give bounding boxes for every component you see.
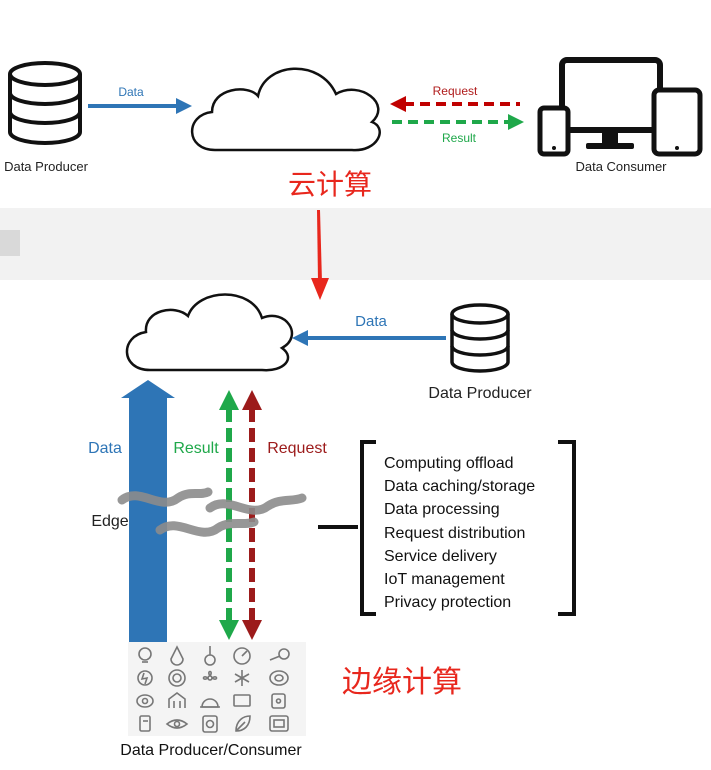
database-icon xyxy=(450,303,510,373)
separator-band xyxy=(0,208,711,280)
cloud-icon xyxy=(190,67,381,152)
gauge-icon xyxy=(233,647,251,665)
transition-arrow xyxy=(311,210,329,300)
function-item: Privacy protection xyxy=(384,594,511,611)
phone-icon xyxy=(139,715,151,732)
result-arrow xyxy=(392,114,524,130)
function-item: IoT management xyxy=(384,571,505,588)
result-label: Result xyxy=(173,440,219,457)
function-item: Data caching/storage xyxy=(384,478,535,495)
edge-function-list: Computing offload Data caching/storage D… xyxy=(384,455,535,611)
edge-label: Edge xyxy=(91,513,128,530)
device-icon-grid xyxy=(136,645,290,733)
database-icon xyxy=(8,61,82,145)
eye-icon xyxy=(165,719,189,729)
screen-icon xyxy=(269,715,289,732)
ring-icon xyxy=(269,670,289,686)
request-arrow xyxy=(242,390,262,640)
tv-icon xyxy=(233,694,251,707)
cloud-computing-caption: 云计算 xyxy=(288,168,372,201)
wifi-icon xyxy=(168,669,186,687)
function-item: Data processing xyxy=(384,501,500,518)
socket-icon xyxy=(271,693,286,709)
helmet-icon xyxy=(200,698,220,708)
power-icon xyxy=(137,670,153,686)
request-arrow xyxy=(390,96,520,112)
drop-icon xyxy=(170,645,184,666)
bulb-icon xyxy=(138,647,152,663)
right-bracket xyxy=(558,440,576,616)
data-arrow xyxy=(292,330,446,346)
house-icon xyxy=(168,692,186,708)
result-label: Result xyxy=(442,131,477,145)
leaf-icon xyxy=(235,715,251,732)
data-up-arrow xyxy=(121,380,175,642)
producer-label: Data Producer xyxy=(428,385,532,402)
up-data-label: Data xyxy=(88,440,122,457)
key-icon xyxy=(269,648,290,661)
camera-lens-icon xyxy=(136,694,154,708)
function-item: Request distribution xyxy=(384,525,525,542)
fan-icon xyxy=(202,670,218,681)
devices-icon xyxy=(537,57,703,157)
data-arrow xyxy=(88,98,192,114)
result-arrow xyxy=(219,390,239,640)
data-label: Data xyxy=(355,313,387,330)
producer-consumer-label: Data Producer/Consumer xyxy=(120,742,302,759)
thermometer-icon xyxy=(204,646,216,666)
request-label: Request xyxy=(267,440,327,457)
request-label: Request xyxy=(433,84,478,98)
consumer-label: Data Consumer xyxy=(575,159,667,174)
left-bracket xyxy=(360,440,376,616)
function-item: Computing offload xyxy=(384,455,514,472)
producer-label: Data Producer xyxy=(4,159,88,174)
snowflake-icon xyxy=(234,670,250,686)
data-label: Data xyxy=(118,85,144,99)
edge-waves xyxy=(117,487,307,537)
edge-computing-caption: 边缘计算 xyxy=(342,665,462,700)
cloud-icon xyxy=(125,293,294,372)
meter-icon xyxy=(202,715,218,733)
gray-marker xyxy=(0,230,20,256)
function-item: Service delivery xyxy=(384,548,497,565)
